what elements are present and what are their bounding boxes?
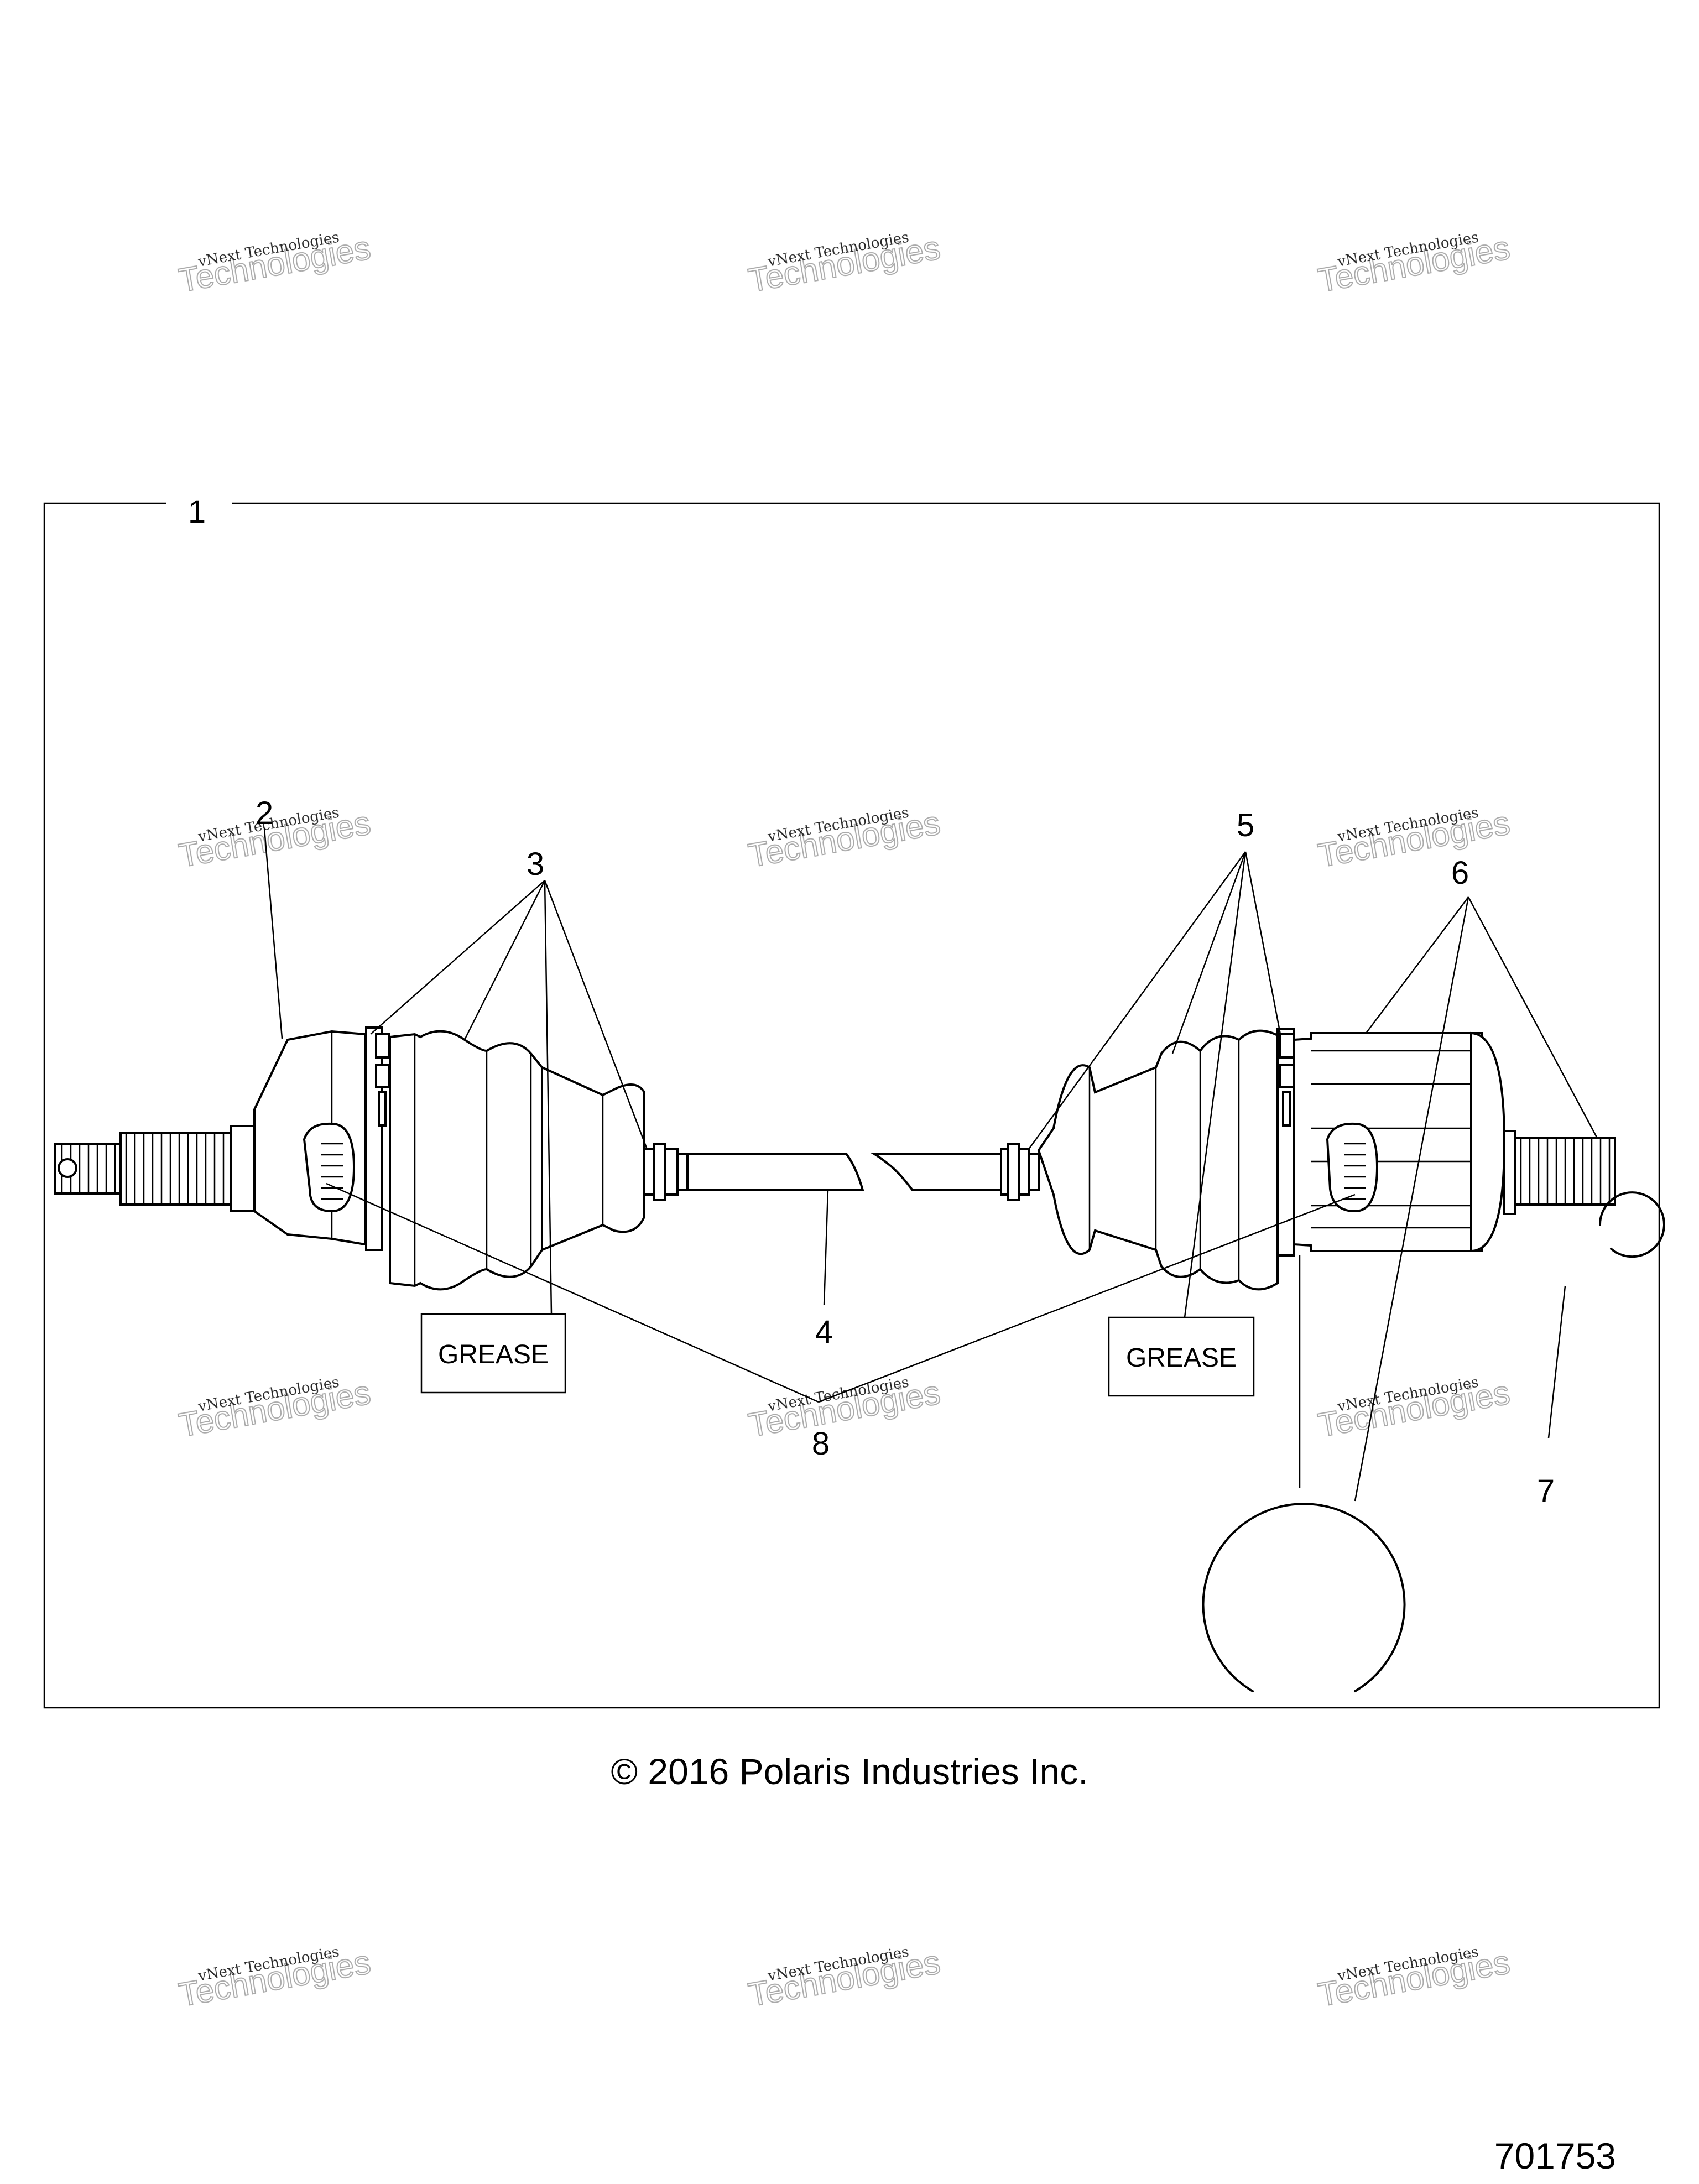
watermark: Technologies vNext Technologies xyxy=(175,228,374,300)
svg-text:GREASE: GREASE xyxy=(438,1340,549,1369)
retaining-ring xyxy=(1598,1191,1665,1258)
callout-8: 8 xyxy=(812,1426,830,1462)
watermark: Technologies vNext Technologies xyxy=(175,1373,374,1445)
watermark: Technologies vNext Technologies xyxy=(745,228,944,300)
document-number: 701753 xyxy=(1494,2135,1616,2176)
grease-box-right: GREASE xyxy=(1108,1316,1255,1397)
inboard-cv-joint xyxy=(1276,1028,1516,1257)
watermark: Technologies vNext Technologies xyxy=(745,804,944,875)
callout-5: 5 xyxy=(1237,807,1254,843)
watermark: Technologies vNext Technologies xyxy=(175,1943,374,2014)
callout-1: 1 xyxy=(188,494,206,530)
callout-3: 3 xyxy=(527,846,544,882)
watermark: Technologies vNext Technologies xyxy=(175,804,374,875)
center-shaft xyxy=(686,1153,1002,1191)
watermark: Technologies vNext Technologies xyxy=(1315,228,1513,300)
callout-6: 6 xyxy=(1451,855,1469,891)
inboard-stub-shaft xyxy=(1514,1137,1616,1206)
copyright: © 2016 Polaris Industries Inc. xyxy=(611,1751,1088,1792)
callout-4: 4 xyxy=(815,1314,833,1350)
outboard-cv-joint xyxy=(253,1026,390,1251)
watermark: Technologies vNext Technologies xyxy=(745,1943,944,2014)
watermark: Technologies vNext Technologies xyxy=(745,1373,944,1445)
inboard-boot xyxy=(1037,1029,1279,1291)
svg-text:GREASE: GREASE xyxy=(1126,1343,1237,1373)
assembly-frame xyxy=(43,502,1660,1709)
outboard-stub-shaft xyxy=(54,1125,256,1212)
callout-2: 2 xyxy=(256,795,273,831)
outboard-boot xyxy=(389,1030,645,1291)
callout-7: 7 xyxy=(1537,1473,1555,1509)
leader-lines xyxy=(263,828,1598,1502)
watermark: Technologies vNext Technologies xyxy=(1315,1373,1513,1445)
grease-box-left: GREASE xyxy=(420,1313,566,1394)
watermark: Technologies vNext Technologies xyxy=(1315,804,1513,875)
outboard-small-clamp xyxy=(643,1143,689,1201)
watermark: Technologies vNext Technologies xyxy=(1315,1943,1513,2014)
inboard-small-clamp xyxy=(1000,1143,1040,1201)
large-clamp-ring xyxy=(1202,1503,1406,1692)
